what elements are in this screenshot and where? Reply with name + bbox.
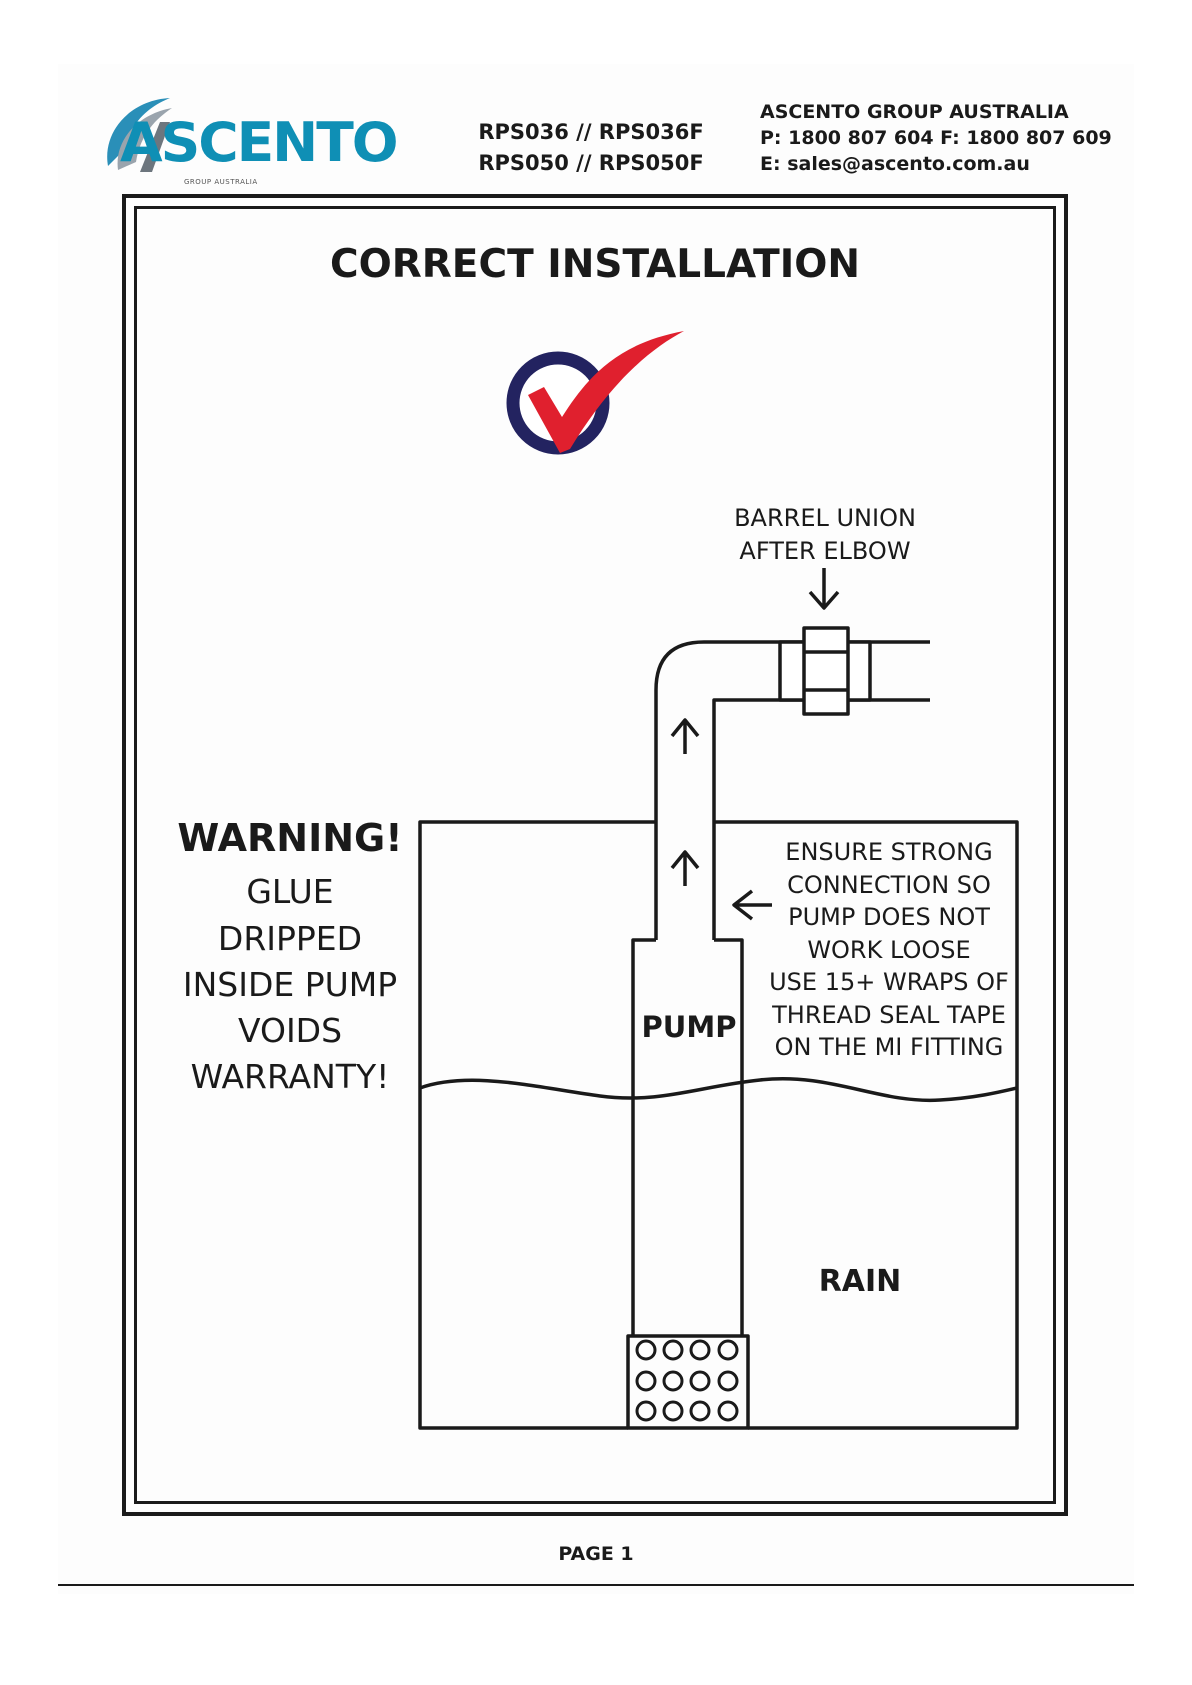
down-arrow [808, 568, 840, 610]
model-line-2: RPS050 // RPS050F [478, 151, 704, 175]
warning-line-4: VOIDS [237, 1011, 343, 1050]
tank-left-wall [418, 820, 656, 1430]
ensure-line-5: USE 15+ WRAPS OF [769, 968, 1009, 996]
up-arrow-1 [670, 718, 700, 754]
phone-fax: P: 1800 807 604 F: 1800 807 609 [760, 127, 1112, 149]
ascento-logo [107, 98, 172, 172]
left-arrow [732, 889, 772, 921]
pipe-outer [654, 640, 930, 940]
ensure-line-7: ON THE MI FITTING [774, 1033, 1004, 1061]
ensure-line-3: PUMP DOES NOT [788, 903, 990, 931]
ensure-line-6: THREAD SEAL TAPE [772, 1001, 1006, 1029]
page-title: CORRECT INSTALLATION [329, 242, 861, 287]
warning-line-3: INSIDE PUMP [182, 965, 398, 1004]
model-line-1: RPS036 // RPS036F [478, 120, 704, 144]
water-surface [419, 1077, 1018, 1103]
union-nut [802, 626, 850, 716]
warning-title: WARNING! [177, 816, 403, 860]
footer-divider [58, 1584, 1134, 1586]
warning-line-5: WARRANTY! [190, 1057, 390, 1096]
pump-body [631, 938, 744, 1336]
rain-label: RAIN [818, 1264, 902, 1299]
check-badge-icon [506, 331, 684, 455]
pump-strainer [626, 1334, 750, 1430]
outer-frame [122, 194, 1068, 1516]
tank-right-wall [714, 820, 1019, 1430]
warning-line-2: DRIPPED [217, 919, 363, 958]
pump-label: PUMP [641, 1010, 737, 1044]
ensure-line-2: CONNECTION SO [787, 871, 991, 899]
warning-line-1: GLUE [246, 872, 334, 911]
logo-wordmark: ASCENTO [120, 111, 399, 174]
barrel-union-label-2: AFTER ELBOW [739, 537, 911, 565]
company-name: ASCENTO GROUP AUSTRALIA [760, 101, 1069, 123]
strainer-holes [635, 1339, 739, 1422]
inner-frame [134, 206, 1056, 1504]
ensure-line-4: WORK LOOSE [807, 936, 971, 964]
ensure-line-1: ENSURE STRONG [785, 838, 993, 866]
logo-subtext: GROUP AUSTRALIA [184, 178, 258, 186]
page-number: PAGE 1 [558, 1543, 634, 1565]
up-arrow-2 [670, 850, 700, 886]
email: E: sales@ascento.com.au [760, 153, 1030, 175]
page-background [58, 64, 1134, 1594]
barrel-union-label-1: BARREL UNION [734, 504, 916, 532]
